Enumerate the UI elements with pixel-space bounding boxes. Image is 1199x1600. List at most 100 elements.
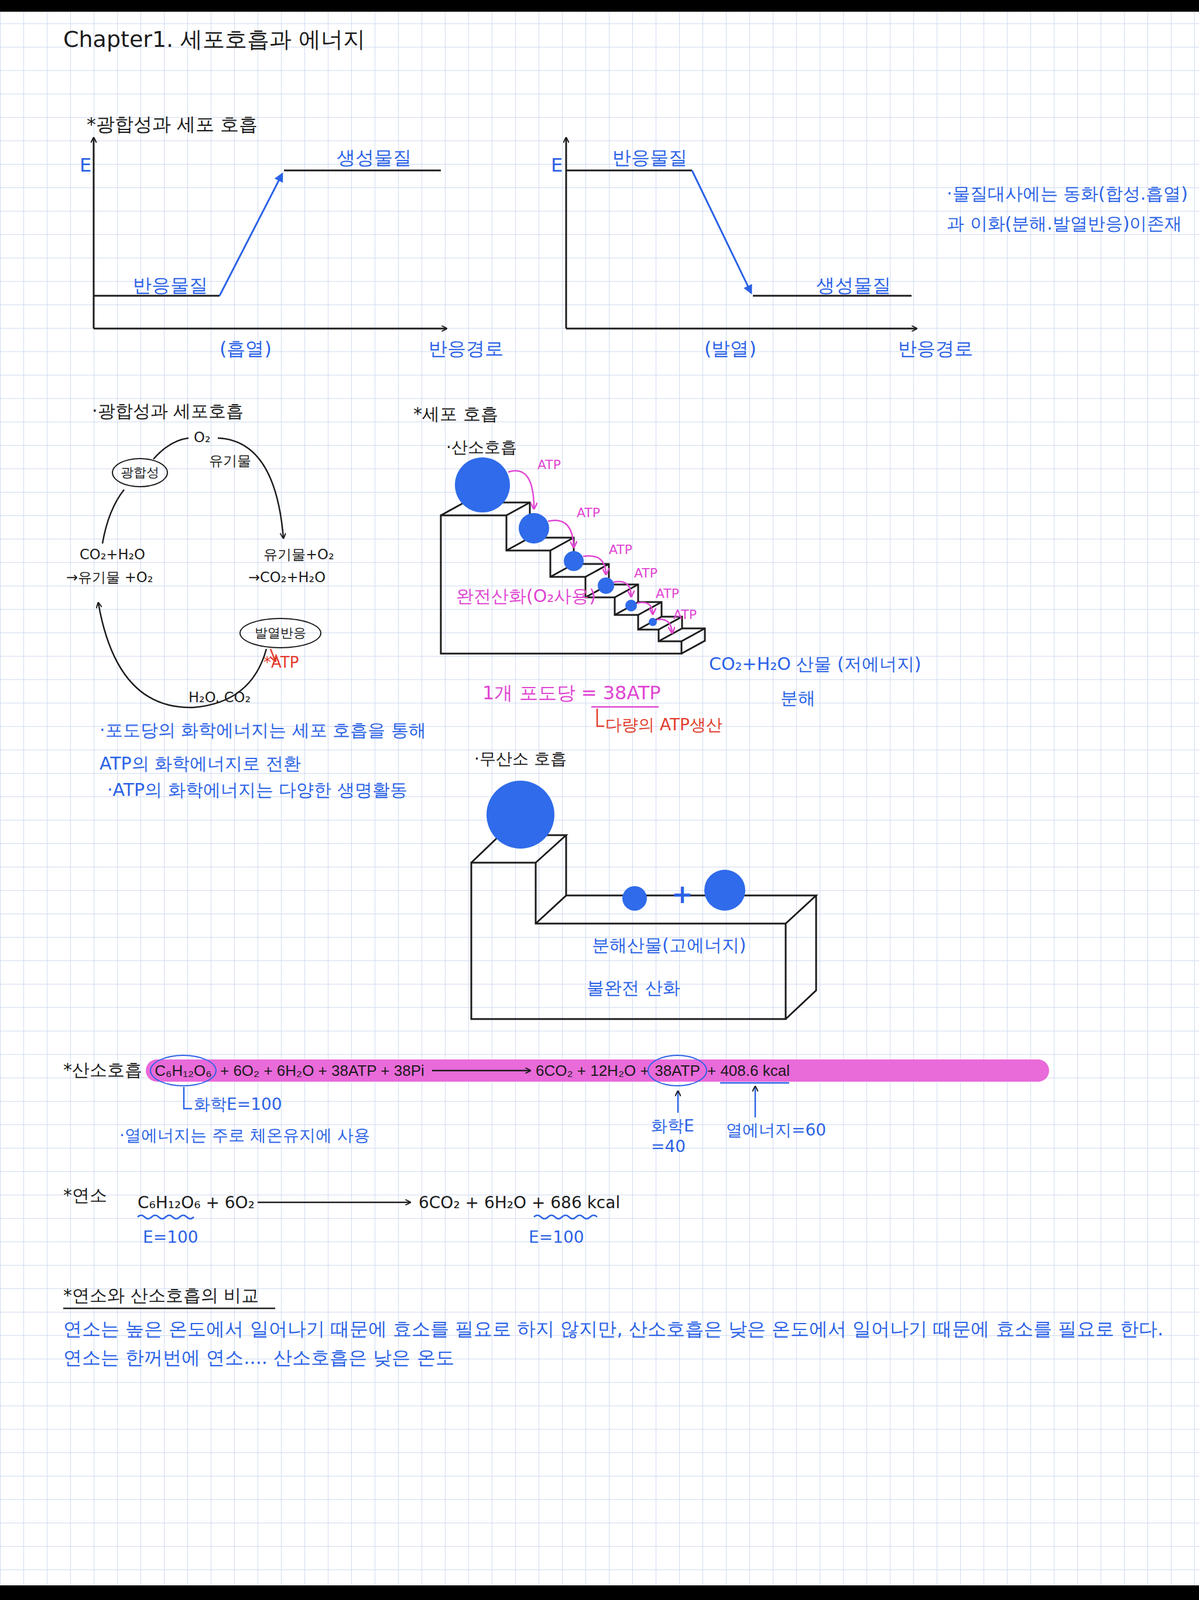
note-label: ·포도당의 화학에너지는 세포 호흡을 통해 ATP의 화학에너지로 전환 bbox=[99, 713, 463, 780]
staircase-back bbox=[464, 502, 705, 654]
note-label: 다량의 ATP생산 bbox=[605, 714, 723, 735]
node-text: C₆H₁₂O₆ bbox=[154, 1061, 212, 1080]
energy-drop bbox=[692, 170, 752, 293]
underline bbox=[591, 706, 659, 708]
atp-step-arrow bbox=[547, 519, 574, 547]
underline bbox=[63, 1307, 276, 1310]
bottom-bar bbox=[0, 1584, 1199, 1600]
note-label: C₆H₁₂O₆ + 6O₂ bbox=[137, 1191, 255, 1213]
wavy-underline bbox=[533, 1214, 598, 1219]
atp-step-arrow bbox=[636, 602, 653, 614]
node-text: 6CO₂ + 12H₂O + bbox=[535, 1059, 650, 1082]
note-label: E bbox=[79, 153, 92, 177]
note-label: 생성물질 bbox=[336, 145, 412, 170]
staircase-front bbox=[440, 515, 682, 654]
note-label: ATP bbox=[576, 504, 601, 522]
note-label: ATP bbox=[634, 564, 658, 582]
note-label: E=100 bbox=[142, 1226, 199, 1248]
cycle-arc bbox=[102, 489, 125, 544]
molecule-ball bbox=[518, 512, 550, 544]
cycle-arc bbox=[98, 603, 267, 708]
reaction-arrow bbox=[432, 1069, 530, 1072]
molecule-ball bbox=[625, 599, 637, 612]
circled-term: C₆H₁₂O₆ bbox=[149, 1054, 217, 1087]
node-text: 광합성 bbox=[120, 463, 160, 482]
note-label: 화학E=100 bbox=[193, 1093, 283, 1115]
note-label: 분해 bbox=[780, 686, 816, 709]
section-heading: *연소 bbox=[63, 1183, 108, 1207]
atp-step-arrow bbox=[613, 581, 632, 596]
note-label: (흡열) bbox=[219, 336, 272, 361]
energy-rise bbox=[219, 173, 283, 296]
note-label: 반응경로 bbox=[428, 336, 504, 361]
note-label: ·ATP의 화학에너지는 다양한 생명활동 bbox=[107, 778, 408, 801]
note-label: O₂ bbox=[193, 428, 211, 447]
section-heading: *세포 호흡 bbox=[413, 402, 499, 426]
block-front bbox=[471, 862, 786, 1019]
note-label: 화학E =40 bbox=[651, 1115, 710, 1157]
molecule-ball bbox=[648, 617, 657, 626]
staircase-edges bbox=[440, 502, 705, 642]
note-label: CO₂+H₂O 산물 (저에너지) bbox=[708, 652, 921, 676]
note-label: 6CO₂ + 6H₂O + 686 kcal bbox=[418, 1191, 620, 1213]
energy-axis bbox=[93, 138, 95, 329]
section-heading: *연소와 산소호흡의 비교 bbox=[63, 1283, 259, 1307]
note-label: E bbox=[550, 153, 563, 177]
leader-line bbox=[597, 708, 605, 726]
note-label: *ATP bbox=[263, 652, 299, 673]
note-label: 반응물질 bbox=[132, 273, 208, 297]
node-text: + 408.6 kcal bbox=[707, 1059, 790, 1082]
node-text: + 6O₂ + 6H₂O + 38ATP + 38Pi bbox=[220, 1059, 425, 1082]
note-label: 열에너지=60 bbox=[725, 1119, 827, 1140]
atp-step-arrow bbox=[656, 618, 673, 633]
block-edges bbox=[471, 834, 817, 1019]
atp-step-arrow bbox=[583, 555, 606, 574]
section-heading: *광합성과 세포 호흡 bbox=[86, 112, 258, 136]
product-ball bbox=[704, 869, 746, 911]
note-label: 생성물질 bbox=[816, 273, 892, 297]
pointer-arrow bbox=[677, 1091, 680, 1113]
glucose-ball bbox=[486, 780, 555, 849]
reaction-arrow bbox=[257, 1201, 410, 1204]
note-label: ATP bbox=[655, 585, 680, 602]
note-label: ATP bbox=[608, 541, 633, 558]
note-label: ATP bbox=[537, 456, 561, 474]
note-label: + bbox=[671, 877, 694, 910]
energy-axis bbox=[565, 138, 568, 329]
note-label: (발열) bbox=[704, 336, 757, 361]
note-label: ATP bbox=[673, 606, 697, 623]
note-label: 반응물질 bbox=[612, 145, 688, 170]
node-text: 38ATP bbox=[654, 1061, 701, 1080]
top-bar bbox=[0, 0, 1199, 12]
note-label: ·열에너지는 주로 체온유지에 사용 bbox=[119, 1124, 371, 1146]
glucose-ball bbox=[454, 457, 510, 513]
circled-term: 38ATP bbox=[647, 1054, 708, 1087]
note-label: 1개 포도당 = 38ATP bbox=[482, 680, 661, 705]
product-level bbox=[283, 169, 441, 172]
section-heading: ·광합성과 세포호흡 bbox=[91, 399, 244, 423]
note-label: 연소는 높은 온도에서 일어나기 때문에 효소를 필요로 하지 않지만, 산소호… bbox=[63, 1316, 1164, 1341]
pointer-arrow bbox=[754, 1086, 757, 1118]
note-label: ·산소호흡 bbox=[446, 436, 517, 458]
page-title: Chapter1. 세포호흡과 에너지 bbox=[63, 25, 366, 54]
note-label: 유기물 bbox=[209, 451, 252, 470]
note-label: ·물질대사에는 동화(합성.흡열)과 이화(분해.발열반응)이존재 bbox=[946, 178, 1193, 239]
atp-step-arrow bbox=[508, 470, 534, 509]
path-axis bbox=[93, 327, 447, 330]
wavy-underline bbox=[137, 1214, 194, 1219]
note-label: CO₂+H₂O bbox=[79, 545, 146, 564]
note-label: ·무산소 호흡 bbox=[474, 748, 567, 769]
bracket-line bbox=[183, 1086, 193, 1109]
reaction-ellipse: 발열반응 bbox=[239, 617, 322, 649]
node-text: 발열반응 bbox=[254, 624, 307, 642]
note-label: 분해산물(고에너지) bbox=[591, 933, 746, 957]
note-label: 유기물+O₂ bbox=[263, 545, 335, 564]
note-label: E=100 bbox=[528, 1226, 585, 1248]
molecule-ball bbox=[563, 550, 584, 571]
highlight-band: + 6O₂ + 6H₂O + 38ATP + 38Pi 6CO₂ + 12H₂O … bbox=[145, 1059, 1050, 1082]
note-label: →유기물 +O₂ bbox=[66, 568, 153, 587]
section-heading: *산소호흡 bbox=[63, 1058, 143, 1081]
note-label: 연소는 한꺼번에 연소.... 산소호흡은 낮은 온도 bbox=[63, 1345, 455, 1369]
path-axis bbox=[566, 327, 917, 330]
